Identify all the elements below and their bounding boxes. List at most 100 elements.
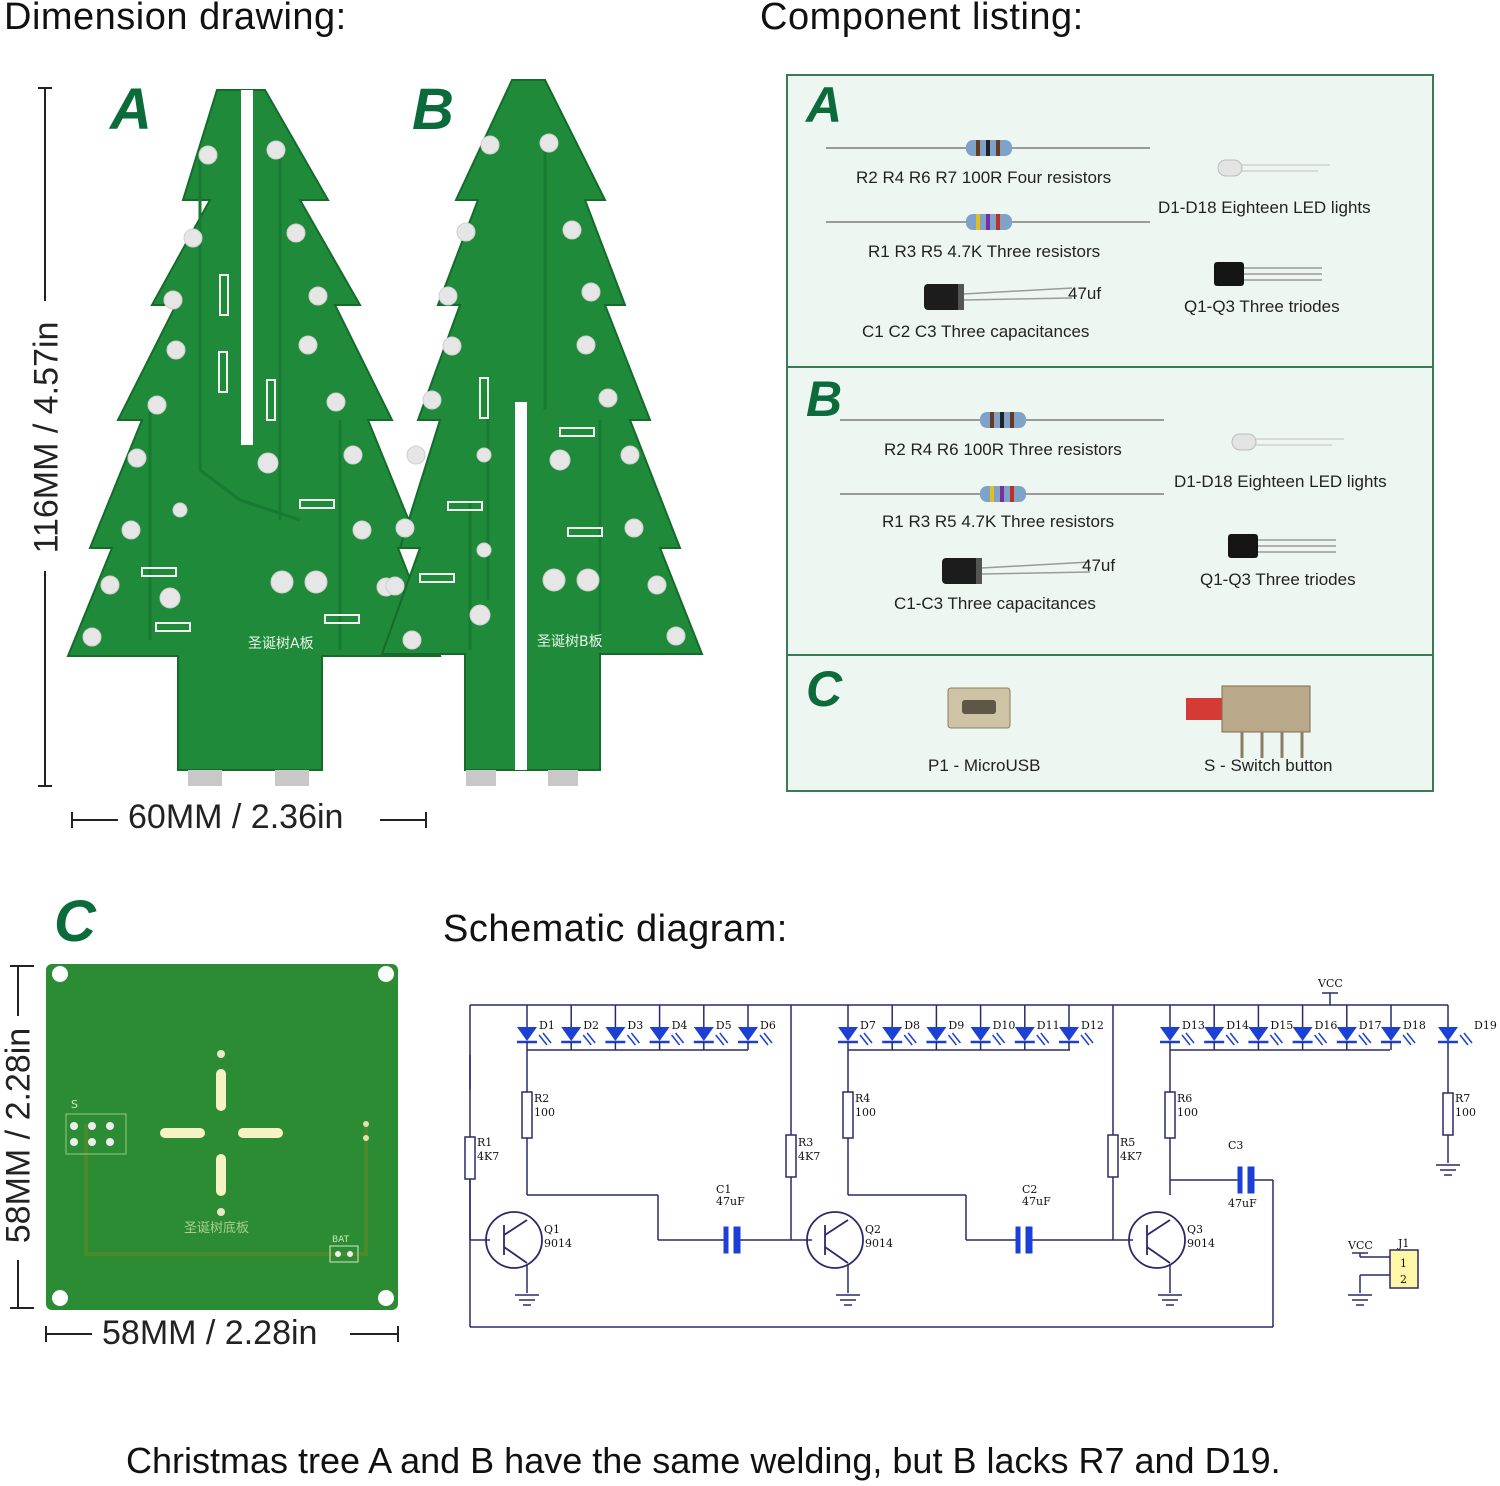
resistor-value: 100 xyxy=(855,1106,876,1119)
led-symbol xyxy=(1336,1005,1372,1050)
transistor-type: 9014 xyxy=(1187,1237,1215,1250)
dimension-heading: Dimension drawing: xyxy=(4,0,347,38)
row-a-cap-value: 47uf xyxy=(1068,284,1102,303)
led-symbol xyxy=(1248,1005,1283,1050)
led-label: D6 xyxy=(760,1019,776,1032)
resistor-value: 4K7 xyxy=(1120,1150,1142,1163)
led-symbol xyxy=(1381,1005,1416,1050)
capacitor-icon xyxy=(924,284,1073,310)
j1-pin2: 2 xyxy=(1400,1273,1407,1286)
row-a-res2-label: R1 R3 R5 4.7K Three resistors xyxy=(868,242,1101,261)
led-label: D11 xyxy=(1037,1019,1060,1032)
led-label: D15 xyxy=(1270,1019,1293,1032)
resistor-name: R6 xyxy=(1177,1092,1192,1105)
row-a-cap-label: C1 C2 C3 Three capacitances xyxy=(862,322,1090,341)
led-symbol xyxy=(561,1005,596,1050)
transistor-type: 9014 xyxy=(865,1237,893,1250)
led-symbol xyxy=(738,1005,773,1050)
led-symbol xyxy=(1438,1027,1473,1046)
led-label: D10 xyxy=(993,1019,1016,1032)
led-label: D9 xyxy=(948,1019,964,1032)
led-label: D13 xyxy=(1182,1019,1205,1032)
base-bat-silk: BAT xyxy=(332,1235,350,1245)
component-row-a: A R2 R4 R6 R7 100R Four resistors R1 R3 … xyxy=(788,76,1432,368)
capacitor-name: C2 xyxy=(1022,1183,1037,1196)
capacitor-name: C1 xyxy=(716,1183,731,1196)
led-label: D14 xyxy=(1226,1019,1249,1032)
schematic-heading: Schematic diagram: xyxy=(443,908,788,950)
tree-height-dimension xyxy=(38,87,52,787)
led-symbol xyxy=(926,1005,961,1050)
led-label: D3 xyxy=(627,1019,643,1032)
tree-b-silk: 圣诞树B板 xyxy=(537,634,603,650)
resistor-name: R5 xyxy=(1120,1136,1135,1149)
base-switch-silk: S xyxy=(71,1098,78,1111)
led-label: D12 xyxy=(1081,1019,1104,1032)
footer-caption: Christmas tree A and B have the same wel… xyxy=(126,1440,1281,1481)
capacitor-value: 47uF xyxy=(716,1195,745,1208)
led-label: D16 xyxy=(1315,1019,1338,1032)
triode-icon xyxy=(1228,534,1336,558)
led-symbol xyxy=(649,1005,685,1050)
led-icon xyxy=(1231,433,1344,451)
tree-width-dimension xyxy=(71,812,427,828)
transistor-type: 9014 xyxy=(544,1237,572,1250)
j1-label: J1 xyxy=(1397,1237,1409,1250)
row-b-res2-label: R1 R3 R5 4.7K Three resistors xyxy=(882,512,1115,531)
led-symbol xyxy=(882,1005,917,1050)
resistor-value: 100 xyxy=(534,1106,555,1119)
resistor-name: R1 xyxy=(477,1136,492,1149)
row-b-res1-label: R2 R4 R6 100R Three resistors xyxy=(884,440,1122,459)
resistor-name: R2 xyxy=(534,1092,549,1105)
resistor-icon xyxy=(826,140,1150,156)
capacitor-value: 47uF xyxy=(1228,1197,1257,1210)
tree-b-letter: B xyxy=(412,77,454,142)
resistor-value: 100 xyxy=(1455,1106,1476,1119)
row-b-cap-value: 47uf xyxy=(1082,556,1116,575)
transistor-name: Q1 xyxy=(544,1223,560,1236)
component-heading: Component listing: xyxy=(760,0,1084,38)
microusb-icon xyxy=(947,687,1011,729)
tree-height-label: 116MM / 4.57in xyxy=(27,321,66,554)
tree-b-board: 圣诞树B板 xyxy=(380,79,704,786)
component-row-c: C P1 - MicroUSB S - Switch button xyxy=(788,654,1432,788)
triode-icon xyxy=(1214,262,1322,286)
tree-a-silk: 圣诞树A板 xyxy=(248,636,314,652)
row-b-led-label: D1-D18 Eighteen LED lights xyxy=(1174,472,1387,491)
capacitor-name: C3 xyxy=(1228,1139,1243,1152)
led-symbol xyxy=(1160,1005,1195,1050)
resistor-value: 100 xyxy=(1177,1106,1198,1119)
resistor-icon xyxy=(840,486,1164,502)
resistor-icon xyxy=(840,412,1164,428)
resistor-icon xyxy=(826,214,1150,230)
tree-a-board: 圣诞树A板 xyxy=(66,89,442,786)
led-label: D7 xyxy=(860,1019,876,1032)
base-width-dimension xyxy=(45,1326,399,1342)
resistor-name: R3 xyxy=(798,1136,813,1149)
base-height-dimension xyxy=(10,965,34,1309)
capacitor-value: 47uF xyxy=(1022,1195,1051,1208)
led-symbol xyxy=(605,1005,640,1050)
resistor-value: 4K7 xyxy=(798,1150,820,1163)
row-b-cap-label: C1-C3 Three capacitances xyxy=(894,594,1096,613)
row-c-letter: C xyxy=(806,661,843,717)
led-label: D8 xyxy=(904,1019,920,1032)
resistor-name: R7 xyxy=(1455,1092,1470,1105)
led-label: D17 xyxy=(1359,1019,1382,1032)
led-icon xyxy=(1217,159,1330,177)
led-symbol xyxy=(1204,1005,1239,1050)
tree-width-label: 60MM / 2.36in xyxy=(128,798,344,836)
led-symbol xyxy=(1059,1005,1094,1050)
tree-a-letter: A xyxy=(110,77,152,142)
base-silk: 圣诞树底板 xyxy=(184,1220,249,1236)
row-a-letter: A xyxy=(806,77,843,133)
transistor-name: Q2 xyxy=(865,1223,881,1236)
led-symbol xyxy=(693,1005,729,1050)
row-c-usb-label: P1 - MicroUSB xyxy=(928,756,1041,775)
j1-pin1: 1 xyxy=(1400,1257,1407,1270)
led-symbol xyxy=(970,1005,1006,1050)
row-a-res1-label: R2 R4 R6 R7 100R Four resistors xyxy=(856,168,1112,187)
led-symbol xyxy=(838,1005,873,1050)
component-listing: A R2 R4 R6 R7 100R Four resistors R1 R3 … xyxy=(786,74,1434,792)
